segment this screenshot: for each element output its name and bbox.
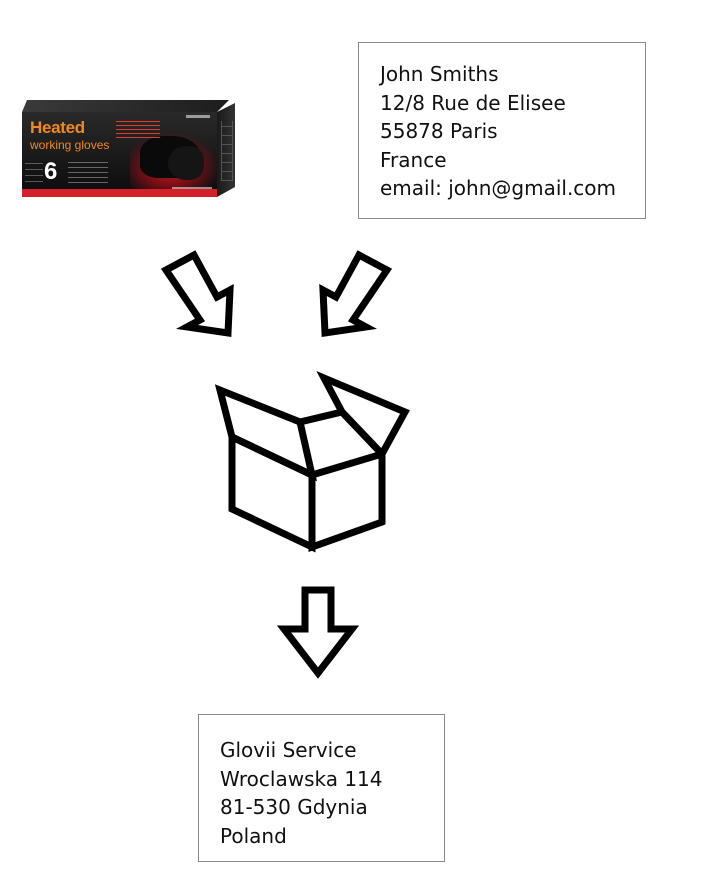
arrow-down-icon [276,586,360,679]
heated-gloves-package-image: Heated working gloves 6 [22,100,237,198]
arrow-down-left-icon [319,250,393,338]
package-side-face [217,103,235,197]
receiver-city: 81-530 Gdynia [220,795,368,819]
package-front-face: Heated working gloves 6 [22,112,217,197]
sender-country: France [380,147,447,172]
arrow-down-right-icon [160,250,234,338]
sender-street: 12/8 Rue de Elisee [380,90,566,115]
sender-address-box: John Smiths 12/8 Rue de Elisee 55878 Par… [358,42,646,219]
sender-city: 55878 Paris [380,119,498,143]
package-url [172,187,212,190]
package-top-face [22,100,229,112]
package-red-strip [22,189,217,197]
sender-name: John Smiths [380,62,499,86]
package-fine-print [25,160,43,182]
sender-email: email: john@gmail.com [380,176,617,200]
glove-image-2 [168,146,204,180]
receiver-country: Poland [220,823,287,848]
receiver-street: Wroclawska 114 [220,766,383,791]
receiver-name: Glovii Service [220,738,357,762]
package-red-label [116,120,160,138]
package-description-text [68,159,108,183]
package-brand-mark [186,115,210,118]
package-number: 6 [44,158,58,185]
receiver-address-box: Glovii Service Wroclawska 114 81-530 Gdy… [198,714,445,862]
package-subtitle: working gloves [30,138,110,152]
package-title: Heated [30,118,85,137]
open-box-icon [214,370,410,553]
